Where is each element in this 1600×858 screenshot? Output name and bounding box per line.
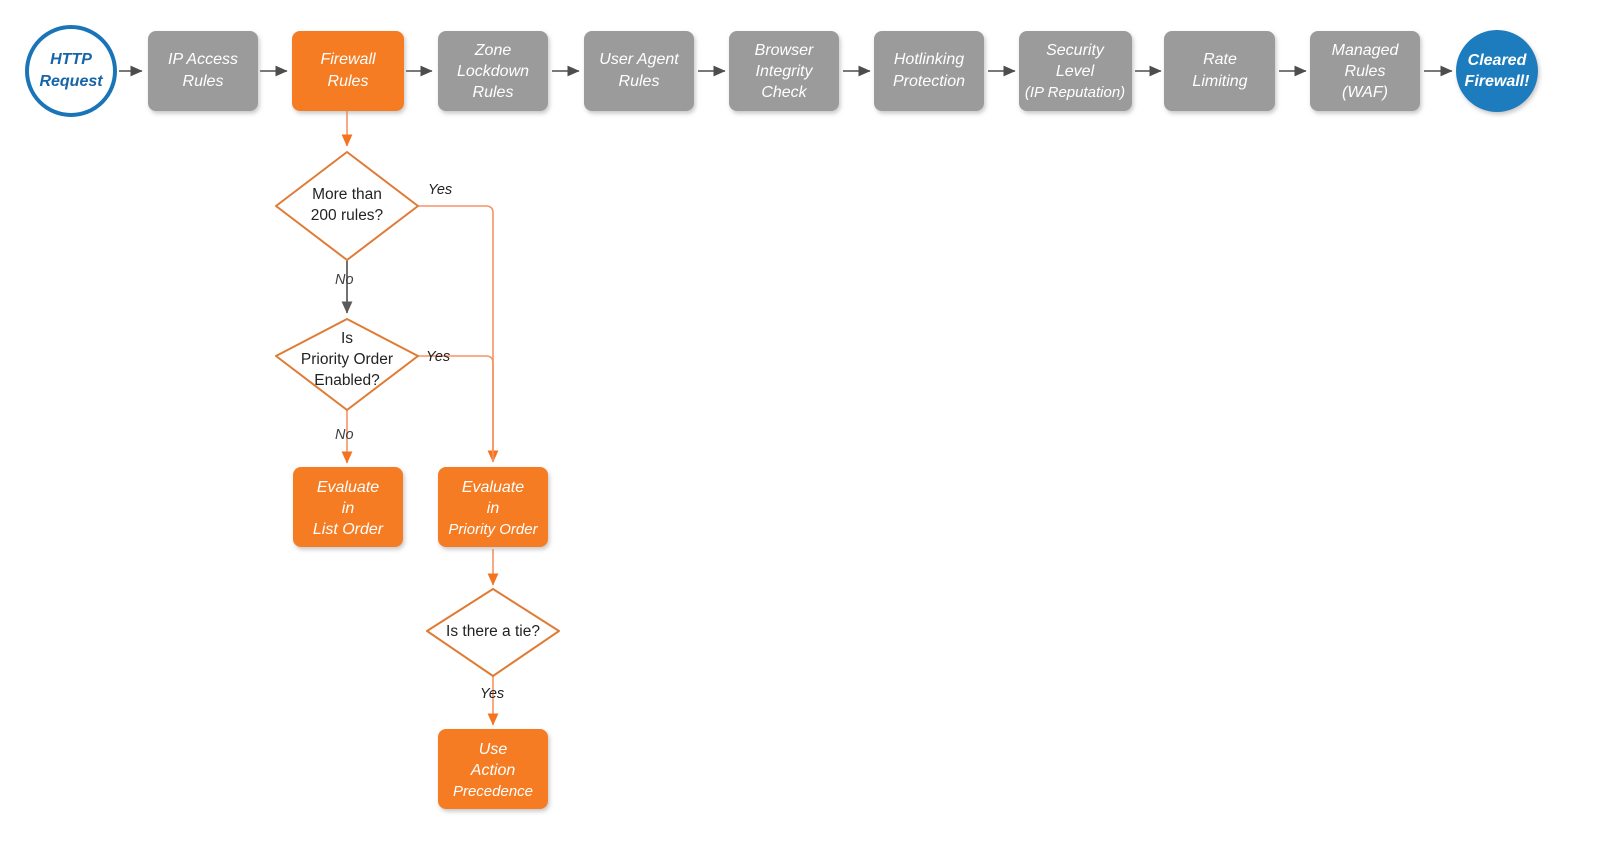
rate-limiting-box [1164, 31, 1275, 111]
security-level-box [1019, 31, 1132, 111]
more-than-200-rules-label-line1: More than [312, 186, 382, 203]
is-there-a-tie-diamond [426, 588, 560, 677]
http-request-label-line1: HTTP [50, 51, 92, 68]
cleared-firewall-label-line2: Firewall! [1465, 73, 1531, 90]
is-priority-order-enabled-label-line2: Priority Order [301, 351, 393, 368]
zone-lockdown-rules-label-line2: Lockdown [457, 63, 529, 80]
user-agent-rules-label-line2: Rules [619, 73, 660, 90]
security-level-label-line2: Level [1056, 63, 1095, 80]
evaluate-in-list-order-box [293, 467, 403, 547]
evaluate-in-list-order-label-line2: in [342, 500, 355, 517]
security-level-label-line3: (IP Reputation) [1025, 84, 1125, 101]
node-evaluate-in-list-order[interactable]: Evaluate in List Order [293, 467, 403, 547]
more-than-200-rules-label-line2: 200 rules? [311, 207, 384, 224]
firewall-rules-label-line2: Rules [328, 73, 369, 90]
connector-morethan200-yes-to-priorityorder [418, 205, 499, 463]
node-browser-integrity-check[interactable]: Browser Integrity Check [729, 31, 839, 111]
zone-lockdown-rules-label-line3: Rules [473, 84, 514, 101]
rate-limiting-label-line1: Rate [1203, 51, 1237, 68]
node-zone-lockdown-rules[interactable]: Zone Lockdown Rules [438, 31, 548, 111]
browser-integrity-check-label-line3: Check [761, 84, 807, 101]
evaluate-in-list-order-label-line1: Evaluate [317, 479, 379, 496]
cleared-firewall-label-line1: Cleared [1468, 52, 1528, 69]
zone-lockdown-rules-box [438, 31, 548, 111]
node-use-action-precedence[interactable]: Use Action Precedence [438, 729, 548, 809]
browser-integrity-check-label-line1: Browser [755, 42, 814, 59]
node-user-agent-rules[interactable]: User Agent Rules [584, 31, 694, 111]
edge-label-morethan200-yes: Yes [428, 182, 452, 198]
node-hotlinking-protection[interactable]: Hotlinking Protection [874, 31, 984, 111]
is-there-a-tie-label: Is there a tie? [446, 623, 540, 640]
zone-lockdown-rules-label-line1: Zone [474, 42, 512, 59]
edge-label-priorityenabled-yes: Yes [426, 349, 450, 365]
evaluate-in-list-order-label-line3: List Order [313, 521, 384, 538]
is-priority-order-enabled-label-line3: Enabled? [314, 372, 380, 389]
decision-more-than-200-rules[interactable]: More than 200 rules? [275, 151, 419, 261]
user-agent-rules-box [584, 31, 694, 111]
ip-access-rules-box [148, 31, 258, 111]
use-action-precedence-label-line2: Action [470, 762, 516, 779]
node-security-level[interactable]: Security Level (IP Reputation) [1019, 31, 1132, 111]
decision-connectors [341, 111, 499, 726]
hotlinking-protection-label-line2: Protection [893, 73, 965, 90]
firewall-rules-box [292, 31, 404, 111]
evaluate-in-priority-order-label-line3: Priority Order [448, 521, 538, 538]
node-rate-limiting[interactable]: Rate Limiting [1164, 31, 1275, 111]
use-action-precedence-label-line3: Precedence [453, 783, 533, 800]
edge-label-morethan200-no: No [335, 272, 354, 288]
managed-rules-waf-label-line3: (WAF) [1342, 84, 1388, 101]
http-request-circle [25, 25, 117, 117]
connector-priorityenabled-yes-to-priorityorder [418, 355, 494, 462]
user-agent-rules-label-line1: User Agent [599, 51, 679, 68]
is-priority-order-enabled-label-line1: Is [341, 330, 353, 347]
node-evaluate-in-priority-order[interactable]: Evaluate in Priority Order [438, 467, 548, 547]
managed-rules-waf-label-line1: Managed [1332, 42, 1400, 59]
node-http-request[interactable]: HTTP Request [25, 25, 117, 117]
security-level-label-line1: Security [1046, 42, 1105, 59]
evaluate-in-priority-order-label-line2: in [487, 500, 500, 517]
node-managed-rules-waf[interactable]: Managed Rules (WAF) [1310, 31, 1420, 111]
browser-integrity-check-box [729, 31, 839, 111]
evaluate-in-priority-order-label-line1: Evaluate [462, 479, 524, 496]
ip-access-rules-label-line1: IP Access [168, 51, 238, 68]
use-action-precedence-label-line1: Use [479, 741, 508, 758]
hotlinking-protection-label-line1: Hotlinking [894, 51, 964, 68]
edge-label-priorityenabled-no: No [335, 427, 354, 443]
decision-is-priority-order-enabled[interactable]: Is Priority Order Enabled? [275, 318, 419, 411]
node-ip-access-rules[interactable]: IP Access Rules [148, 31, 258, 111]
node-firewall-rules[interactable]: Firewall Rules [292, 31, 404, 111]
evaluate-in-priority-order-box [438, 467, 548, 547]
is-priority-order-enabled-diamond [275, 318, 419, 411]
managed-rules-waf-box [1310, 31, 1420, 111]
rate-limiting-label-line2: Limiting [1192, 73, 1247, 90]
cleared-firewall-circle [1456, 30, 1538, 112]
managed-rules-waf-label-line2: Rules [1345, 63, 1386, 80]
more-than-200-rules-diamond [275, 151, 419, 261]
http-request-label-line2: Request [39, 73, 103, 90]
decision-is-there-a-tie[interactable]: Is there a tie? [426, 588, 560, 677]
edge-label-tie-yes: Yes [480, 686, 504, 702]
use-action-precedence-box [438, 729, 548, 809]
ip-access-rules-label-line2: Rules [183, 73, 224, 90]
node-cleared-firewall[interactable]: Cleared Firewall! [1456, 30, 1538, 112]
firewall-rules-label-line1: Firewall [320, 51, 376, 68]
hotlinking-protection-box [874, 31, 984, 111]
edge-labels: Yes No Yes No Yes [335, 182, 504, 702]
browser-integrity-check-label-line2: Integrity [756, 63, 814, 80]
